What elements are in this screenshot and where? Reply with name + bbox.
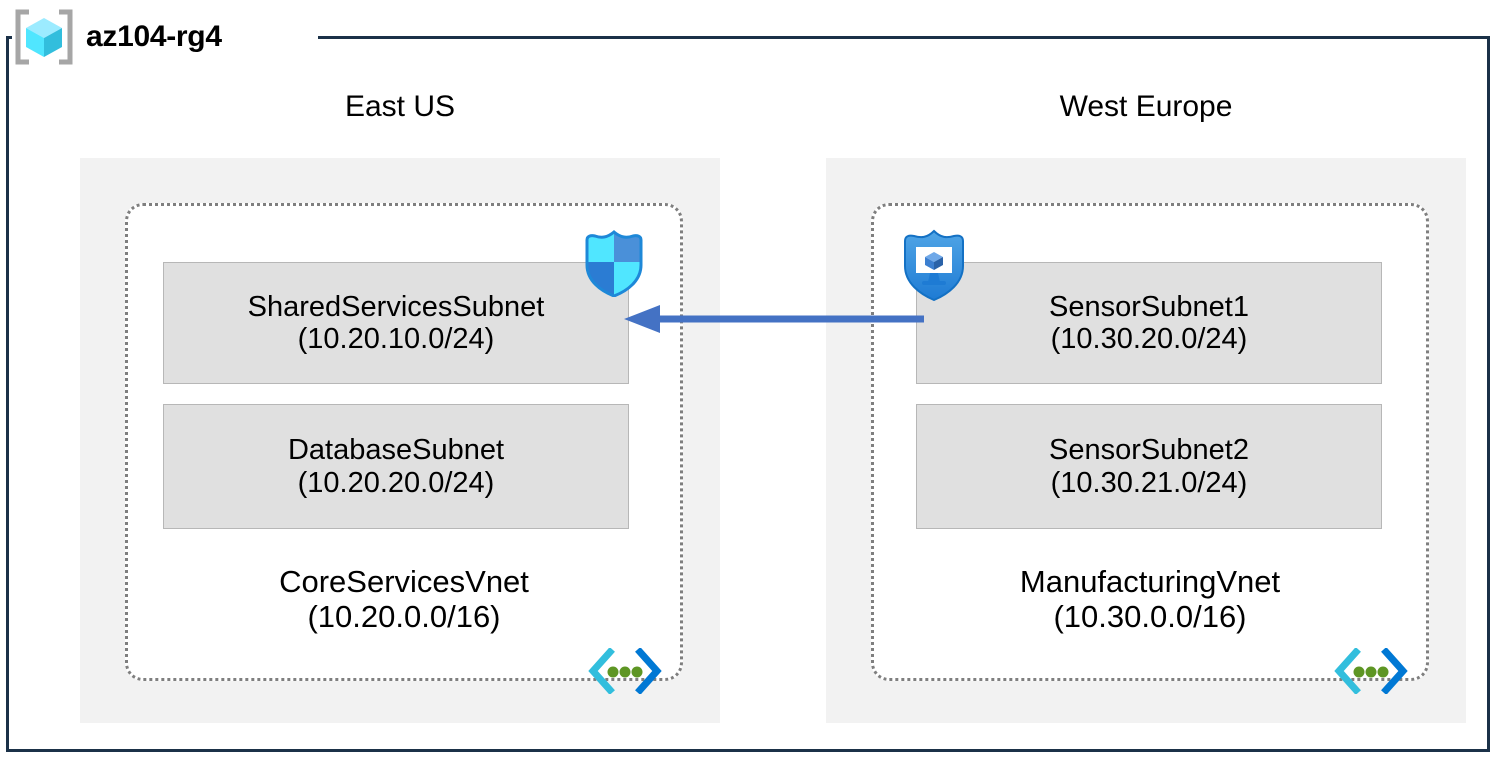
subnet-name: SensorSubnet2 xyxy=(1049,434,1249,467)
subnet-database[interactable]: DatabaseSubnet (10.20.20.0/24) xyxy=(163,404,629,529)
vnet-name: ManufacturingVnet xyxy=(1019,564,1281,599)
vnet-cidr: (10.30.0.0/16) xyxy=(1053,598,1247,634)
region-label-west-europe: West Europe xyxy=(1059,90,1233,123)
subnet-sensor-1[interactable]: SensorSubnet1 (10.30.20.0/24) xyxy=(916,262,1382,384)
resource-group-name: az104-rg4 xyxy=(86,20,222,53)
resource-group-frame-top-right xyxy=(318,36,1490,39)
network-security-group-shield-icon[interactable] xyxy=(583,227,645,297)
subnet-cidr: (10.30.20.0/24) xyxy=(1050,323,1248,355)
peering-arrow-icon[interactable] xyxy=(624,302,924,336)
virtual-network-icon[interactable] xyxy=(588,648,662,694)
resource-group-cube-icon xyxy=(15,9,73,65)
subnet-name: SharedServicesSubnet xyxy=(247,290,545,323)
subnet-shared-services[interactable]: SharedServicesSubnet (10.20.10.0/24) xyxy=(163,262,629,384)
vnet-label-core-services: CoreServicesVnet (10.20.0.0/16) xyxy=(125,564,683,634)
subnet-cidr: (10.20.10.0/24) xyxy=(297,323,495,355)
resource-group-frame xyxy=(6,36,1490,752)
vnet-name: CoreServicesVnet xyxy=(279,564,529,599)
virtual-network-icon[interactable] xyxy=(1334,648,1408,694)
subnet-sensor-2[interactable]: SensorSubnet2 (10.30.21.0/24) xyxy=(916,404,1382,529)
vnet-cidr: (10.20.0.0/16) xyxy=(307,598,501,634)
region-label-east-us: East US xyxy=(344,90,456,123)
subnet-cidr: (10.30.21.0/24) xyxy=(1050,466,1248,499)
vnet-label-manufacturing: ManufacturingVnet (10.30.0.0/16) xyxy=(871,564,1429,634)
subnet-name: SensorSubnet1 xyxy=(1049,290,1249,323)
resource-group-title-block: az104-rg4 xyxy=(12,6,236,68)
resource-group-frame-top-left xyxy=(6,36,12,39)
subnet-cidr: (10.20.20.0/24) xyxy=(297,466,495,499)
application-security-group-shield-icon[interactable] xyxy=(900,225,968,301)
subnet-name: DatabaseSubnet xyxy=(287,434,505,467)
